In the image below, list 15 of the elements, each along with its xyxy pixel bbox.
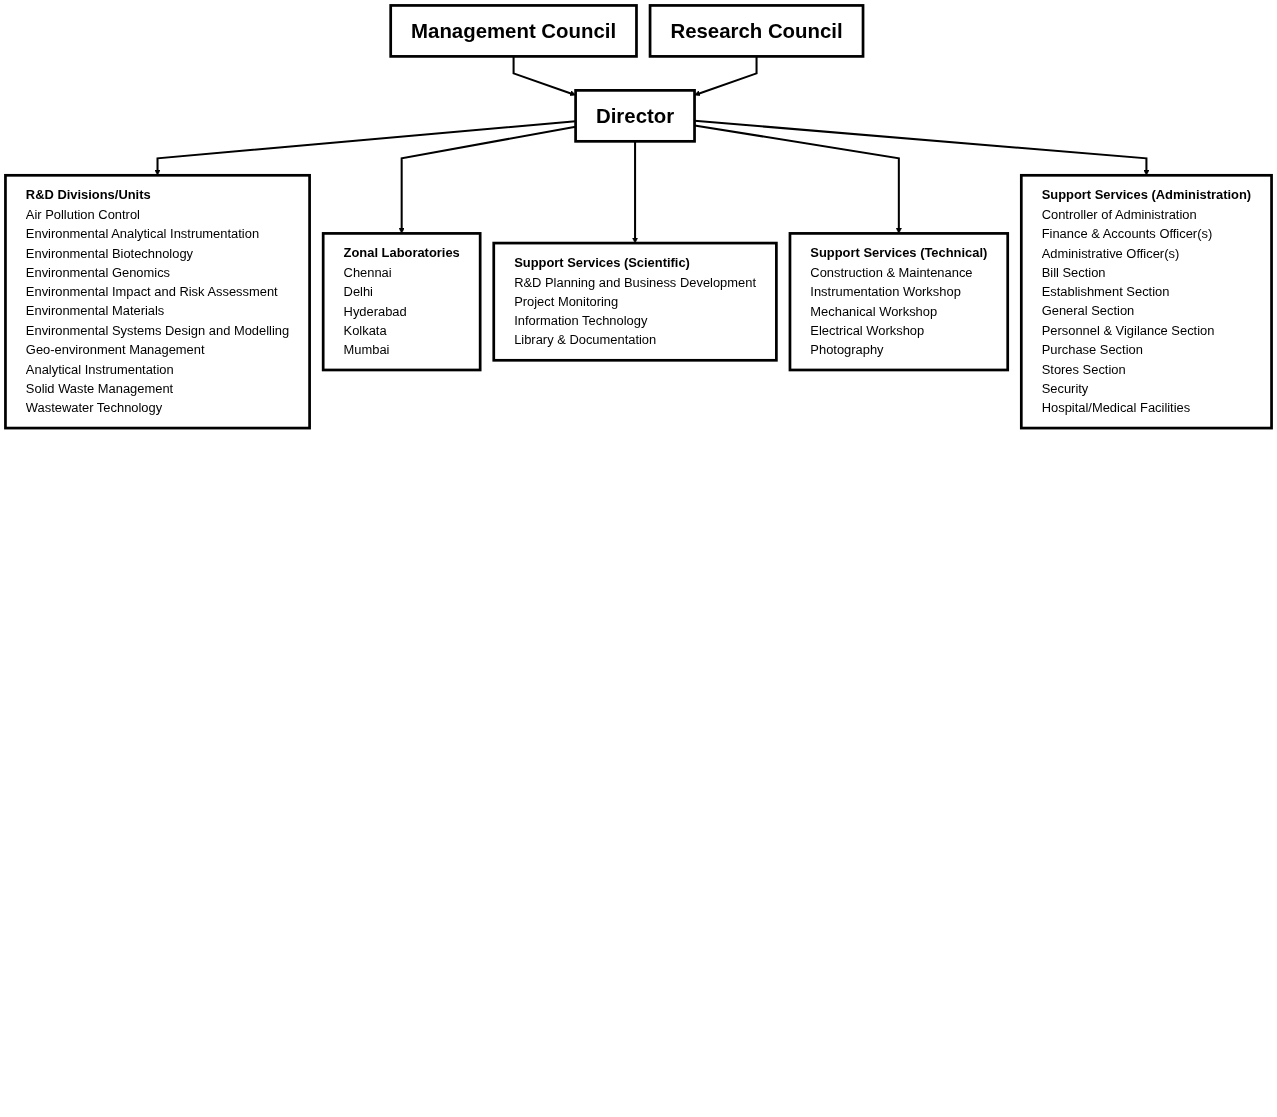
arrow [398, 125, 576, 234]
node-box: Support Services (Technical) Construction & Maintenance Instrumentation Workshop Mechanical Workshop Electrical Workshop Photography [788, 232, 1010, 372]
arrow [632, 141, 639, 244]
node-box: Management Council [389, 4, 638, 58]
arrow [154, 120, 576, 176]
node-box: R&D Divisions/Units Air Pollution Control Environmental Analytical Instrumentation Environmental Biotechnology Environmental Genomics Environmental Impact and Risk Assessment Environmental Materials Environmental Systems Design and Modelling Geo-environment Management Analytical Instrumentation Solid Waste Management Wastewater Technology [4, 173, 311, 430]
arrow [694, 124, 902, 234]
node-box: Research Council [648, 4, 865, 58]
arrow [694, 119, 1150, 176]
node-box: Support Services (Scientific) R&D Planning and Business Development Project Monitoring Information Technology Library & Documentation [492, 241, 778, 362]
node-box: Zonal Laboratories Chennai Delhi Hyderabad Kolkata Mumbai [321, 232, 482, 372]
node-box: Support Services (Administration) Controller of Administration Finance & Accounts Officer(s) Administrative Officer(s) Bill Section Establishment Section General Section Personnel & Vigilance Section Purchase Section Stores Section Security Hospital/Medical Facilities [1019, 173, 1273, 430]
arrow [694, 56, 758, 97]
arrow [512, 56, 576, 97]
node-box: Director [574, 89, 696, 143]
